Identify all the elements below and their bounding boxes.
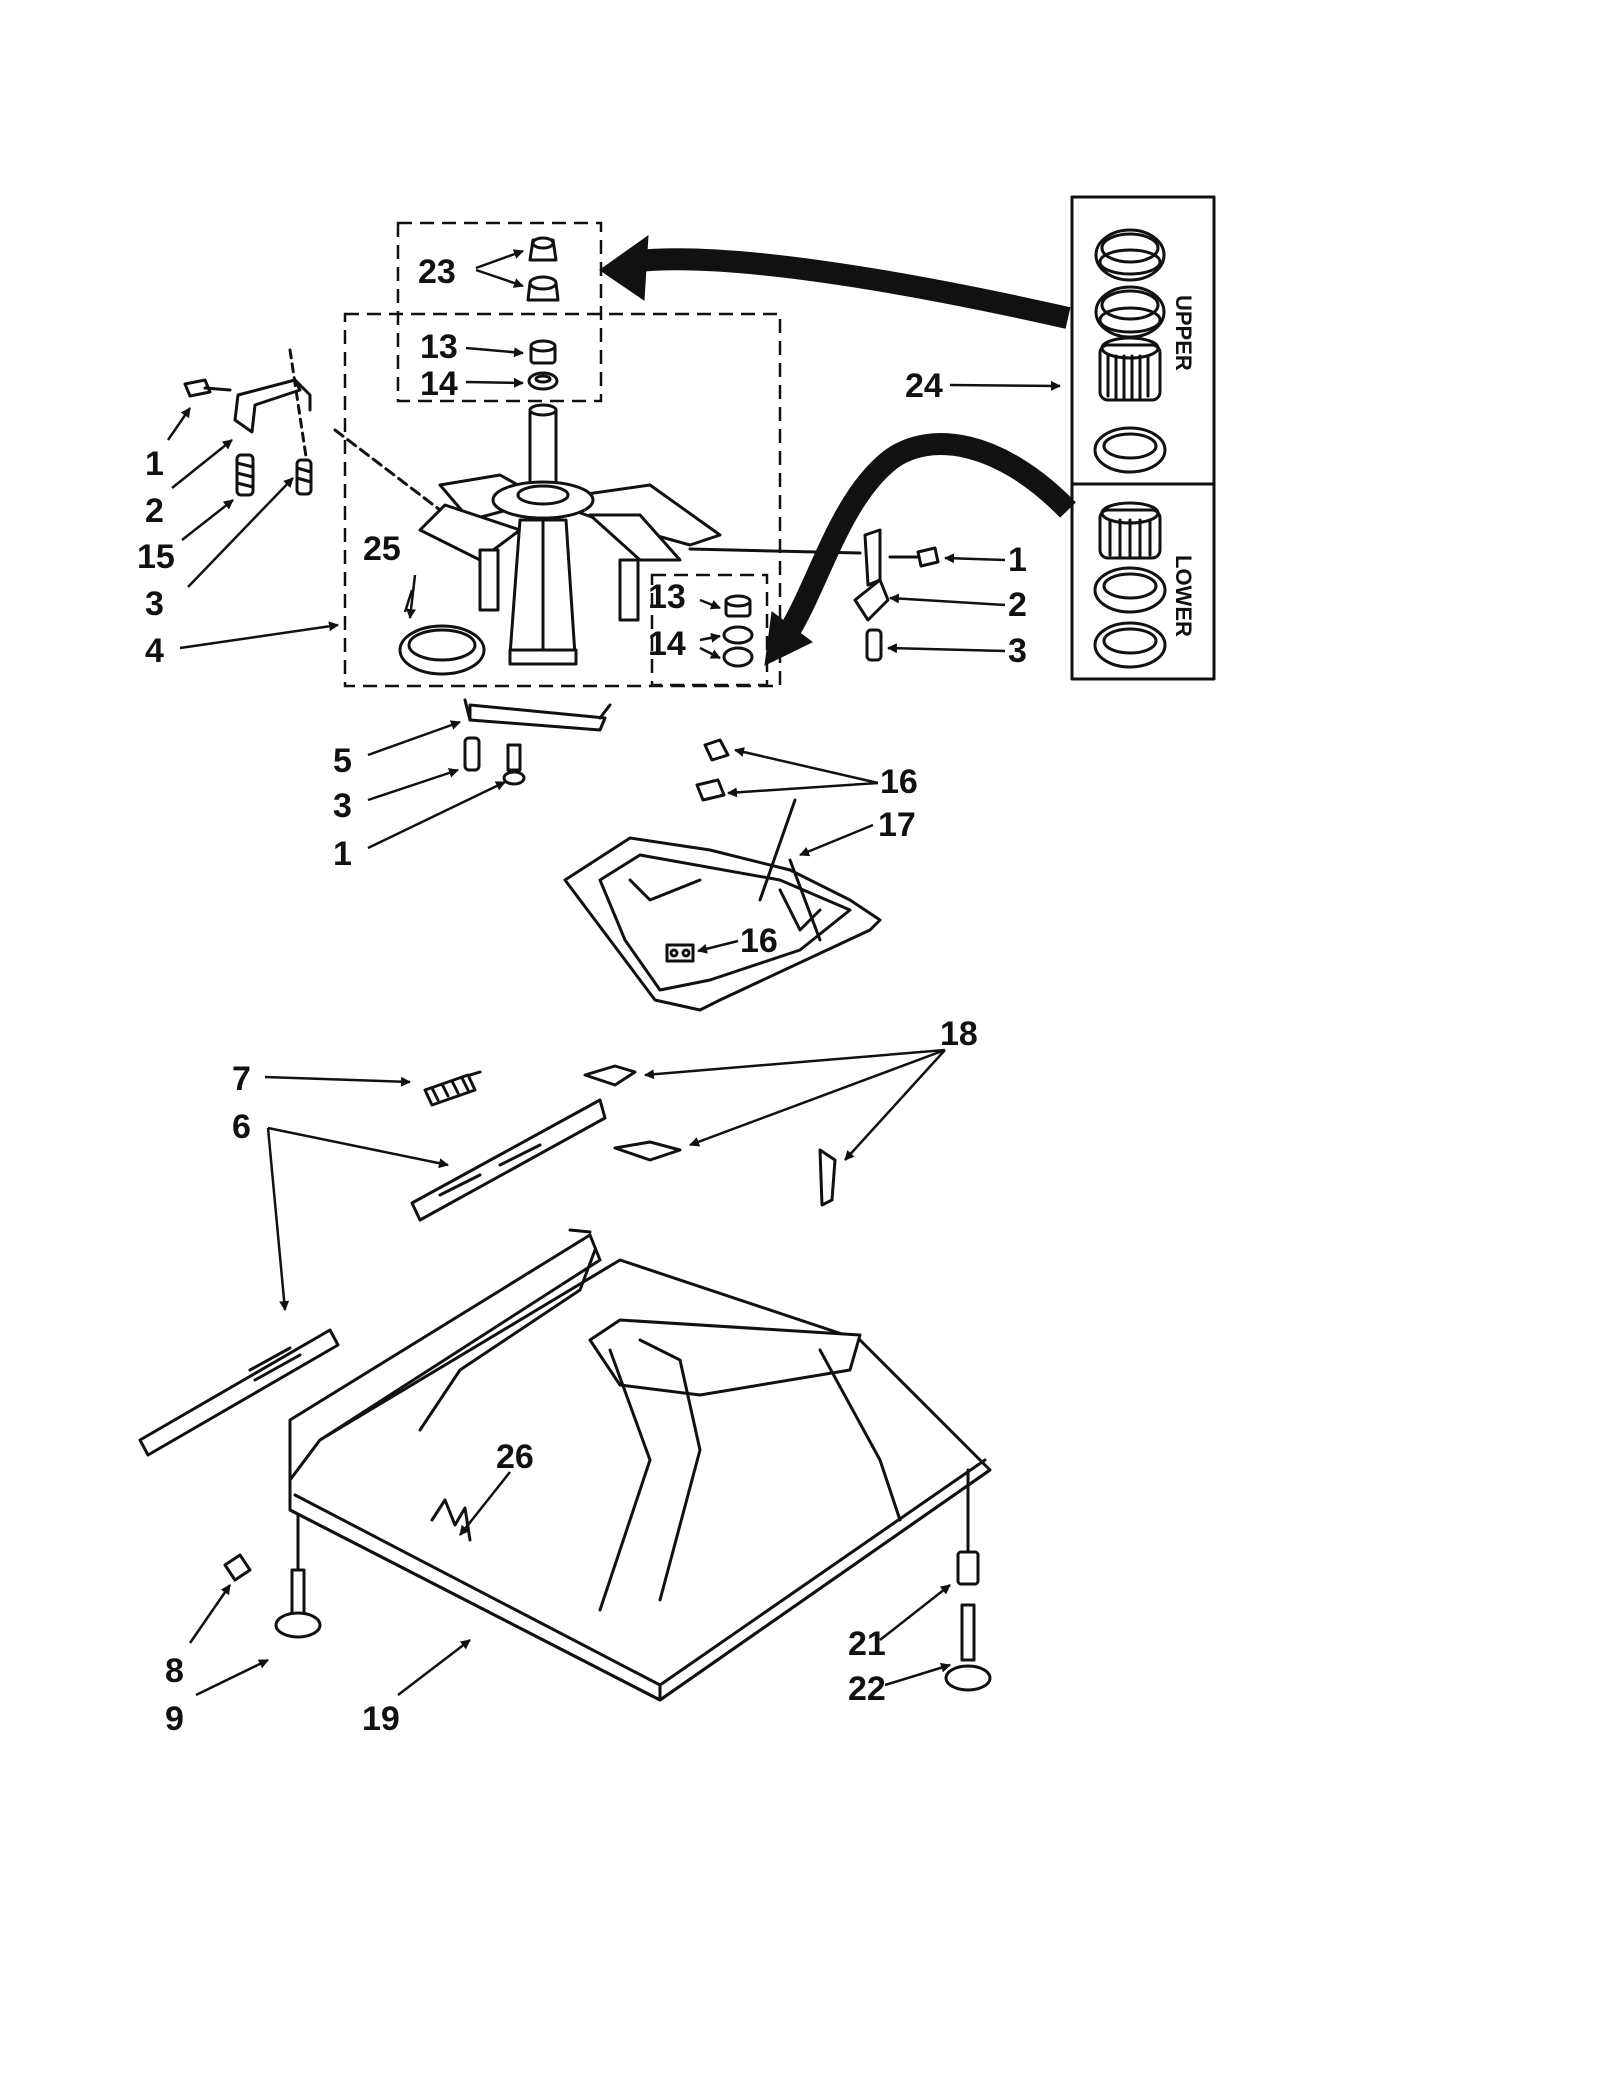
callout-23: 23 [418,253,456,291]
part-16-clips-top [695,738,730,802]
upper-kit-arrow [628,248,1071,329]
callout-9: 9 [165,1700,184,1738]
lower-bearing-gear [1098,501,1162,560]
callout-13-upper: 13 [420,328,458,366]
callout-16-bottom: 16 [740,922,778,960]
callout-26: 26 [496,1438,534,1476]
callout-8: 8 [165,1652,184,1690]
callout-1-center: 1 [333,835,352,873]
upper-label: UPPER [1171,295,1196,371]
part-3-spring-right [865,628,883,662]
lower-bearing-box [650,573,769,687]
upper-bearing-box [396,221,603,403]
callout-4: 4 [145,632,164,670]
callout-22: 22 [848,1670,886,1708]
lower-washer-2 [1093,621,1167,669]
lower-label: LOWER [1171,555,1196,637]
callout-1-right: 1 [1008,541,1027,579]
part-6-brace-lower [138,1328,340,1457]
part-13-lower-seal [724,594,752,618]
lower-washer-1 [1093,566,1167,614]
callout-18: 18 [940,1015,978,1053]
part-1-screw-center [502,743,526,786]
callout-2-left: 2 [145,492,164,530]
part-3-spring-center [463,736,481,772]
part-18-guides [583,1064,837,1207]
callout-1-left: 1 [145,445,164,483]
callout-3-right: 3 [1008,632,1027,670]
upper-kit-arrowhead [599,234,649,301]
callout-19: 19 [362,1700,400,1738]
part-7-spring [423,1070,482,1107]
upper-washer [1093,426,1167,474]
upper-seal-ring-1 [1094,228,1166,282]
part-13-upper-seal [529,339,557,365]
part-15-spring [235,453,255,497]
mechanism-box [343,312,782,688]
callout-25: 25 [363,530,401,568]
callout-6: 6 [232,1108,251,1146]
part-4-drive-mechanism [333,403,862,666]
callout-16-top: 16 [880,763,918,801]
part-3-spring-left [295,458,313,496]
part-14-lower-washers [722,625,754,668]
callout-14-upper: 14 [420,365,458,403]
part-6-brace-upper [410,1098,607,1222]
part-22-leveling-foot [944,1468,992,1692]
callout-3-left: 3 [145,585,164,623]
upper-seal-ring-2 [1094,285,1166,339]
callout-labels: 23 13 14 24 1 2 15 3 4 25 13 14 1 2 3 5 … [137,253,1027,1738]
part-14-upper-washer [527,371,559,391]
part-5-brace [463,698,612,732]
upper-bearing-gear [1098,336,1162,402]
bearing-kit-inset: UPPER LOWER [1070,195,1216,681]
callout-2-right: 2 [1008,586,1027,624]
right-bracket-assembly [853,528,940,662]
callout-24: 24 [905,367,943,405]
part-19-base-frame [288,1228,992,1702]
part-23-upper-bearings [526,236,560,302]
callout-15: 15 [137,538,175,576]
left-bracket-assembly [183,348,313,497]
callout-13-lower: 13 [648,578,686,616]
callout-17: 17 [878,806,916,844]
callout-3-center: 3 [333,787,352,825]
part-17-suspension-frame [563,798,882,1012]
callout-14-lower: 14 [648,625,686,663]
part-8-bushing [223,1553,252,1582]
part-25-tub-seal [398,624,486,676]
part-21-bushing [956,1550,980,1586]
part-26-clip [430,1498,472,1542]
lower-kit-arrowhead [764,611,813,666]
part-16-clip-bottom [665,943,695,963]
callout-5: 5 [333,742,352,780]
part-9-leveling-foot [274,1513,322,1639]
callout-7: 7 [232,1060,251,1098]
lower-kit-arrow [780,433,1076,636]
callout-21: 21 [848,1625,886,1663]
leader-lines [166,249,1061,1697]
